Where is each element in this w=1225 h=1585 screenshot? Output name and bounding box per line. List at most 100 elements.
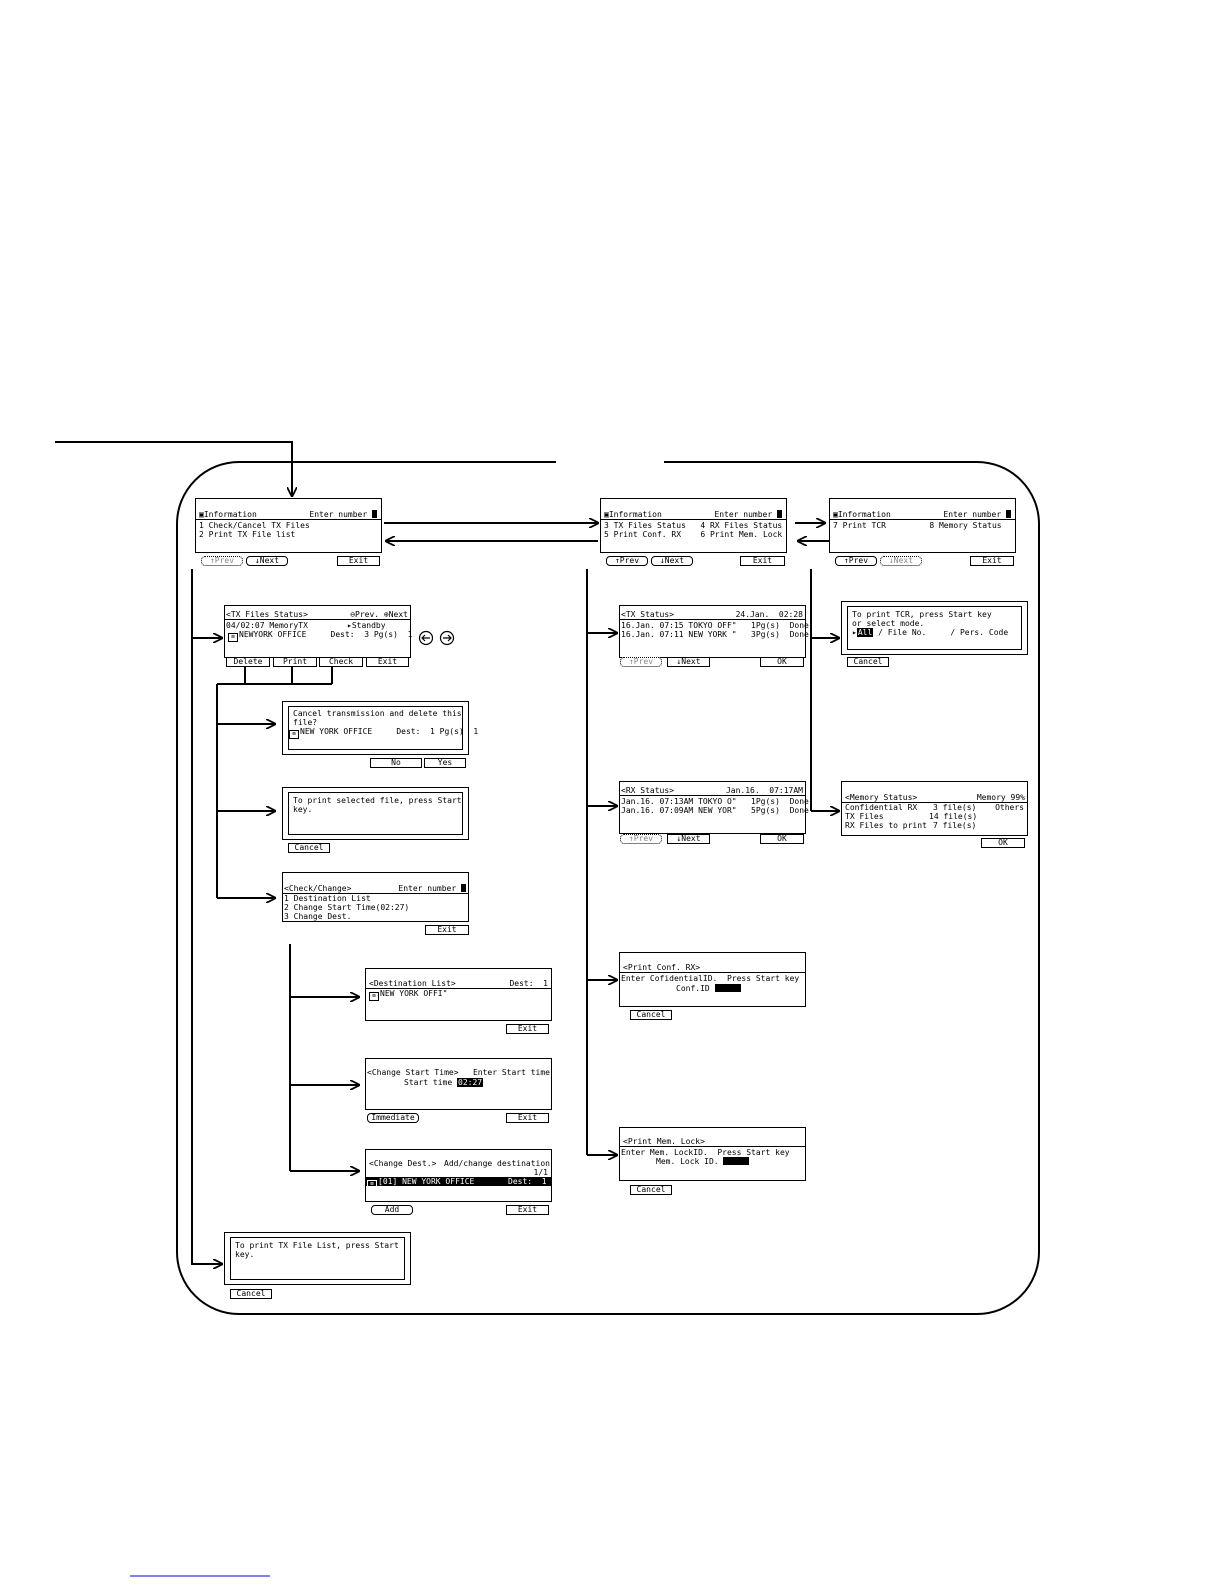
info2-next-button[interactable]: ↓Next bbox=[651, 556, 693, 566]
print-mem-title: <Print Mem. Lock> bbox=[623, 1137, 705, 1146]
cancel-tx-line-2: file? bbox=[293, 718, 318, 727]
dest-list-exit-button[interactable]: Exit bbox=[506, 1024, 549, 1034]
change-dest-title: <Change Dest.> bbox=[369, 1159, 437, 1168]
print-conf-cancel-button[interactable]: Cancel bbox=[630, 1010, 672, 1020]
tx-status-row-2: 16.Jan. 07:11 NEW YORK " 3Pg(s) Done bbox=[621, 630, 809, 639]
screen-print-tx-file-list: To print TX File List, press Start key. bbox=[224, 1232, 411, 1285]
circle-arrow-keys bbox=[418, 630, 455, 646]
cancel-tx-no-button[interactable]: No bbox=[370, 758, 422, 768]
print-tcr-line-2: or select mode. bbox=[852, 619, 925, 628]
screen-memory-status: <Memory Status> Memory 99% Confidential … bbox=[841, 781, 1028, 836]
txfiles-print-button[interactable]: Print bbox=[273, 657, 317, 667]
change-time-title: <Change Start Time> bbox=[367, 1068, 459, 1077]
tx-status-title: <TX Status> bbox=[621, 610, 674, 619]
entry-arrow bbox=[55, 441, 292, 496]
rx-status-date: Jan.16. 07:17AM bbox=[725, 786, 803, 795]
block-cursor-icon bbox=[1006, 510, 1011, 518]
screen-information-1: ▣Information Enter number 1 Check/Cancel… bbox=[195, 498, 382, 553]
info1-item-1[interactable]: 1 Check/Cancel TX Files bbox=[199, 521, 310, 530]
circle-right-arrow-icon bbox=[439, 630, 455, 646]
info1-item-2[interactable]: 2 Print TX File list bbox=[199, 530, 296, 539]
screen-destination-list: <Destination List> Dest: 1 ⊠NEW YORK OFF… bbox=[365, 968, 552, 1021]
txfiles-exit-button[interactable]: Exit bbox=[366, 657, 409, 667]
mem-status-ok-button[interactable]: OK bbox=[981, 838, 1025, 848]
change-time-immediate-button[interactable]: Immediate bbox=[367, 1113, 419, 1123]
tx-status-prev-button[interactable]: ↑Prev bbox=[620, 657, 662, 667]
mem-status-rx-print-count: 7 file(s) bbox=[933, 821, 977, 830]
print-tcr-other-options[interactable]: / File No. / Pers. Code bbox=[873, 628, 1009, 637]
rx-status-title: <RX Status> bbox=[621, 786, 674, 795]
info3-items-row-1[interactable]: 7 Print TCR 8 Memory Status bbox=[833, 521, 1002, 530]
dest-list-count: Dest: 1 bbox=[509, 979, 548, 988]
txfiles-file-dest[interactable]: NEWYORK OFFICE Dest: 3 Pg(s) 1 bbox=[239, 630, 413, 639]
txfiles-check-button[interactable]: Check bbox=[319, 657, 363, 667]
print-sel-cancel-button[interactable]: Cancel bbox=[288, 843, 330, 853]
check-change-item-1[interactable]: 1 Destination List bbox=[284, 894, 371, 903]
rx-status-next-button[interactable]: ↓Next bbox=[667, 834, 710, 844]
screen-change-dest: <Change Dest.> Add/change destination 1/… bbox=[365, 1149, 552, 1202]
info3-next-button[interactable]: ↓Next bbox=[880, 556, 922, 566]
print-conf-id-label: Conf.ID bbox=[676, 984, 710, 993]
mem-lock-id-input[interactable] bbox=[723, 1157, 750, 1165]
mem-status-tx-label: TX Files bbox=[845, 812, 884, 821]
tx-status-next-button[interactable]: ↓Next bbox=[667, 657, 710, 667]
info1-prompt: Enter number bbox=[309, 510, 368, 519]
change-dest-selected-row[interactable]: ⊠[01] NEW YORK OFFICE Dest: 1 bbox=[366, 1177, 551, 1189]
conf-id-input[interactable] bbox=[714, 984, 741, 992]
print-mem-cancel-button[interactable]: Cancel bbox=[630, 1185, 672, 1195]
info2-exit-button[interactable]: Exit bbox=[740, 556, 785, 566]
txfiles-delete-button[interactable]: Delete bbox=[226, 657, 270, 667]
info3-prompt: Enter number bbox=[943, 510, 1002, 519]
trunk-left bbox=[191, 569, 222, 1264]
print-tcr-all-option[interactable]: All bbox=[856, 628, 874, 637]
info2-items-row-1[interactable]: 3 TX Files Status 4 RX Files Status bbox=[604, 521, 783, 530]
screen-rx-status: <RX Status> Jan.16. 07:17AM Jan.16. 07:1… bbox=[619, 781, 809, 834]
info2-items-row-2[interactable]: 5 Print Conf. RX 6 Print Mem. Lock bbox=[604, 530, 783, 539]
screen-information-3: ▣Information Enter number 7 Print TCR 8 … bbox=[829, 498, 1016, 553]
screen-information-2: ▣Information Enter number 3 TX Files Sta… bbox=[600, 498, 787, 553]
tx-status-ok-button[interactable]: OK bbox=[760, 657, 804, 667]
print-mem-instruction: Enter Mem. LockID. Press Start key bbox=[621, 1148, 790, 1157]
change-dest-add-button[interactable]: Add bbox=[371, 1205, 413, 1215]
check-change-item-3[interactable]: 3 Change Dest. bbox=[284, 912, 352, 921]
screen-cancel-transmission: Cancel transmission and delete this file… bbox=[282, 701, 478, 755]
info1-next-button[interactable]: ↓Next bbox=[246, 556, 288, 566]
check-change-title: <Check/Change> bbox=[284, 884, 352, 893]
info3-exit-button[interactable]: Exit bbox=[970, 556, 1014, 566]
change-dest-prompt: Add/change destination bbox=[444, 1159, 550, 1168]
print-list-line-1: To print TX File List, press Start bbox=[235, 1241, 399, 1250]
cancel-tx-yes-button[interactable]: Yes bbox=[424, 758, 466, 768]
check-change-item-2[interactable]: 2 Change Start Time(02:27) bbox=[284, 903, 410, 912]
info1-exit-button[interactable]: Exit bbox=[337, 556, 380, 566]
dest-list-entry[interactable]: NEW YORK OFFI" bbox=[380, 989, 448, 998]
rx-status-row-2: Jan.16. 07:09AM NEW YOR" 5Pg(s) Done bbox=[621, 806, 809, 815]
screen-print-selected-file: To print selected file, press Start key. bbox=[282, 787, 469, 840]
cancel-tx-line-3: NEW YORK OFFICE Dest: 1 Pg(s) 1 bbox=[300, 727, 479, 736]
cancel-tx-line-1: Cancel transmission and delete this bbox=[293, 709, 462, 718]
check-change-exit-button[interactable]: Exit bbox=[425, 925, 469, 935]
print-mem-id-label: Mem. Lock ID. bbox=[656, 1157, 719, 1166]
tx-status-date: 24.Jan. 02:28 bbox=[735, 610, 803, 619]
txfiles-file-state: ▸Standby bbox=[347, 621, 386, 630]
rx-status-prev-button[interactable]: ↑Prev bbox=[620, 834, 662, 844]
change-dest-exit-button[interactable]: Exit bbox=[506, 1205, 549, 1215]
info3-prev-button[interactable]: ↑Prev bbox=[835, 556, 877, 566]
print-list-cancel-button[interactable]: Cancel bbox=[230, 1289, 272, 1299]
fax-icon: ⊠ bbox=[367, 1180, 377, 1189]
print-sel-line-1: To print selected file, press Start bbox=[293, 796, 462, 805]
change-time-value[interactable]: 02:27 bbox=[457, 1078, 484, 1087]
screen-tx-files-status: <TX Files Status> ⊖Prev. ⊕Next 04/02:07 … bbox=[224, 605, 413, 658]
mem-status-title: <Memory Status> bbox=[845, 793, 918, 802]
circle-left-arrow-icon bbox=[418, 630, 434, 646]
rx-status-ok-button[interactable]: OK bbox=[760, 834, 804, 844]
change-dest-page: 1/1 bbox=[533, 1168, 548, 1177]
info2-title: ▣Information bbox=[604, 510, 662, 519]
mem-status-conf-rx-count: 3 file(s) bbox=[933, 803, 977, 812]
screen-print-tcr: To print TCR, press Start key or select … bbox=[841, 601, 1028, 655]
info2-prev-button[interactable]: ↑Prev bbox=[606, 556, 648, 566]
print-list-line-2: key. bbox=[235, 1250, 255, 1259]
info1-prev-button[interactable]: ↑Prev bbox=[201, 556, 243, 566]
info2-prompt: Enter number bbox=[714, 510, 773, 519]
print-tcr-cancel-button[interactable]: Cancel bbox=[847, 657, 889, 667]
change-time-exit-button[interactable]: Exit bbox=[506, 1113, 549, 1123]
